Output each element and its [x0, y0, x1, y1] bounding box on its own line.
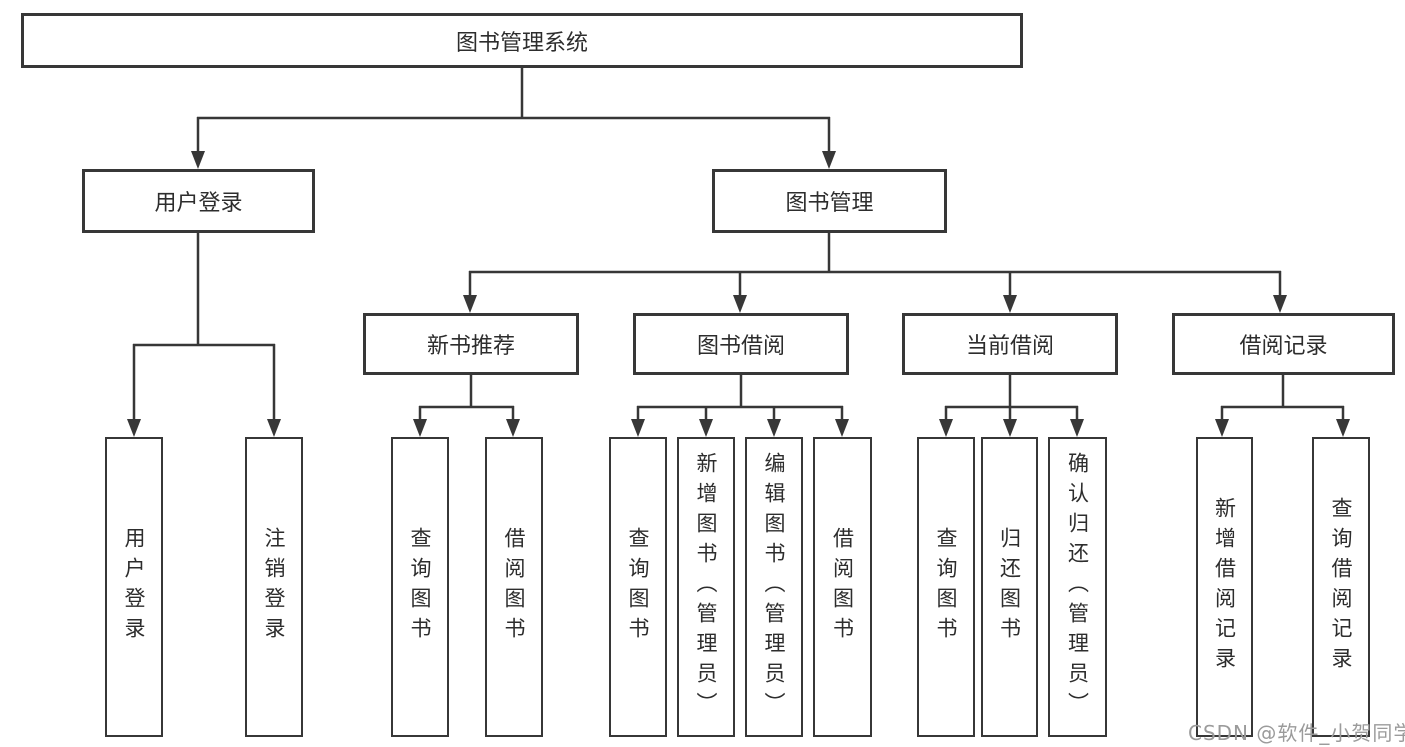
node-label: 新增借阅记录 — [1212, 497, 1237, 677]
leaf-borrow-books-recommend: 借阅图书 — [485, 437, 543, 737]
node-label: 查询图书 — [408, 527, 432, 647]
arrowhead-icons — [127, 151, 1350, 437]
node-label: 图书管理系统 — [455, 30, 588, 56]
node-label: 查询图书 — [934, 527, 958, 647]
node-label: 当前借阅 — [965, 334, 1054, 359]
node-book-management: 图书管理 — [712, 169, 947, 233]
node-label: 图书借阅 — [696, 334, 785, 359]
leaf-edit-books-admin: 编辑图书（管理员） — [745, 437, 803, 737]
node-label: 借阅图书 — [502, 527, 526, 647]
leaf-query-books-recommend: 查询图书 — [391, 437, 449, 737]
node-label: 用户登录 — [154, 191, 243, 216]
node-root: 图书管理系统 — [21, 13, 1023, 68]
leaf-query-borrow-record: 查询借阅记录 — [1312, 437, 1370, 737]
node-label: 用户登录 — [122, 527, 146, 647]
leaf-add-books-admin: 新增图书（管理员） — [677, 437, 735, 737]
node-label: 查询借阅记录 — [1329, 497, 1353, 677]
node-current-borrow: 当前借阅 — [902, 313, 1118, 375]
leaf-logout-login: 注销登录 — [245, 437, 303, 737]
node-label: 查询图书 — [626, 527, 650, 647]
leaf-borrow-books: 借阅图书 — [813, 437, 872, 737]
leaf-add-borrow-record: 新增借阅记录 — [1196, 437, 1253, 737]
node-book-borrow: 图书借阅 — [633, 313, 849, 375]
node-label: 借阅记录 — [1239, 334, 1328, 359]
node-new-book-recommend: 新书推荐 — [363, 313, 579, 375]
node-label: 新增图书（管理员） — [694, 452, 718, 722]
node-borrow-records: 借阅记录 — [1172, 313, 1395, 375]
node-label: 借阅图书 — [830, 527, 855, 647]
watermark: CSDN @软件_小贺同学 — [1188, 721, 1405, 745]
node-label: 编辑图书（管理员） — [762, 452, 786, 722]
node-label: 图书管理 — [785, 191, 874, 216]
node-label: 确认归还（管理员） — [1065, 452, 1090, 722]
leaf-query-books-current: 查询图书 — [917, 437, 975, 737]
node-label: 注销登录 — [262, 527, 286, 647]
leaf-query-books-borrow: 查询图书 — [609, 437, 667, 737]
node-user-login: 用户登录 — [82, 169, 315, 233]
node-label: 归还图书 — [997, 527, 1022, 647]
leaf-confirm-return-admin: 确认归还（管理员） — [1048, 437, 1107, 737]
leaf-user-login: 用户登录 — [105, 437, 163, 737]
node-label: 新书推荐 — [426, 334, 515, 359]
leaf-return-books: 归还图书 — [981, 437, 1038, 737]
